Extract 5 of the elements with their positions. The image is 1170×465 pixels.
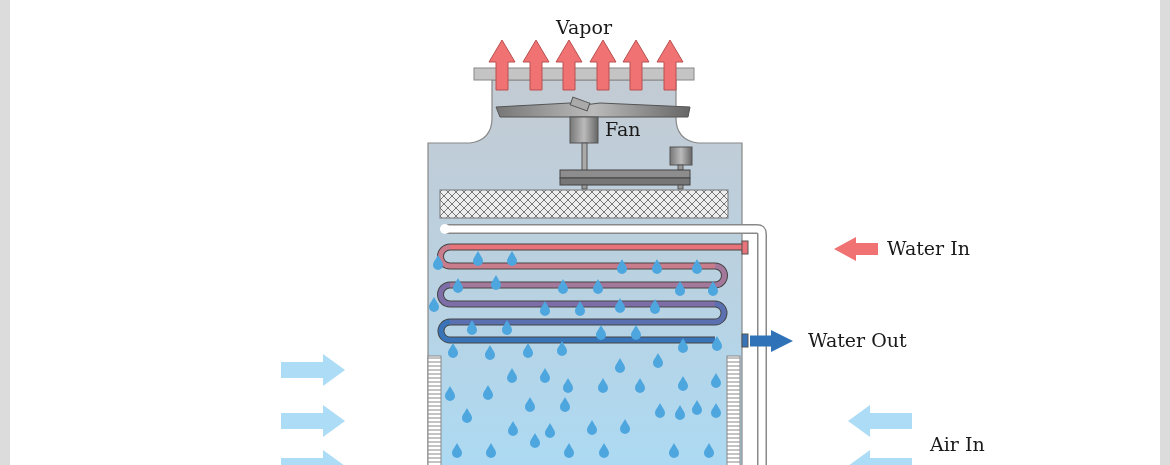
- label-text: Air In: [930, 432, 985, 456]
- label-text: Water Out: [808, 328, 907, 352]
- label-text: Water In: [887, 236, 970, 260]
- label-text: Vapor: [556, 15, 612, 39]
- label-text: Fan: [605, 117, 641, 141]
